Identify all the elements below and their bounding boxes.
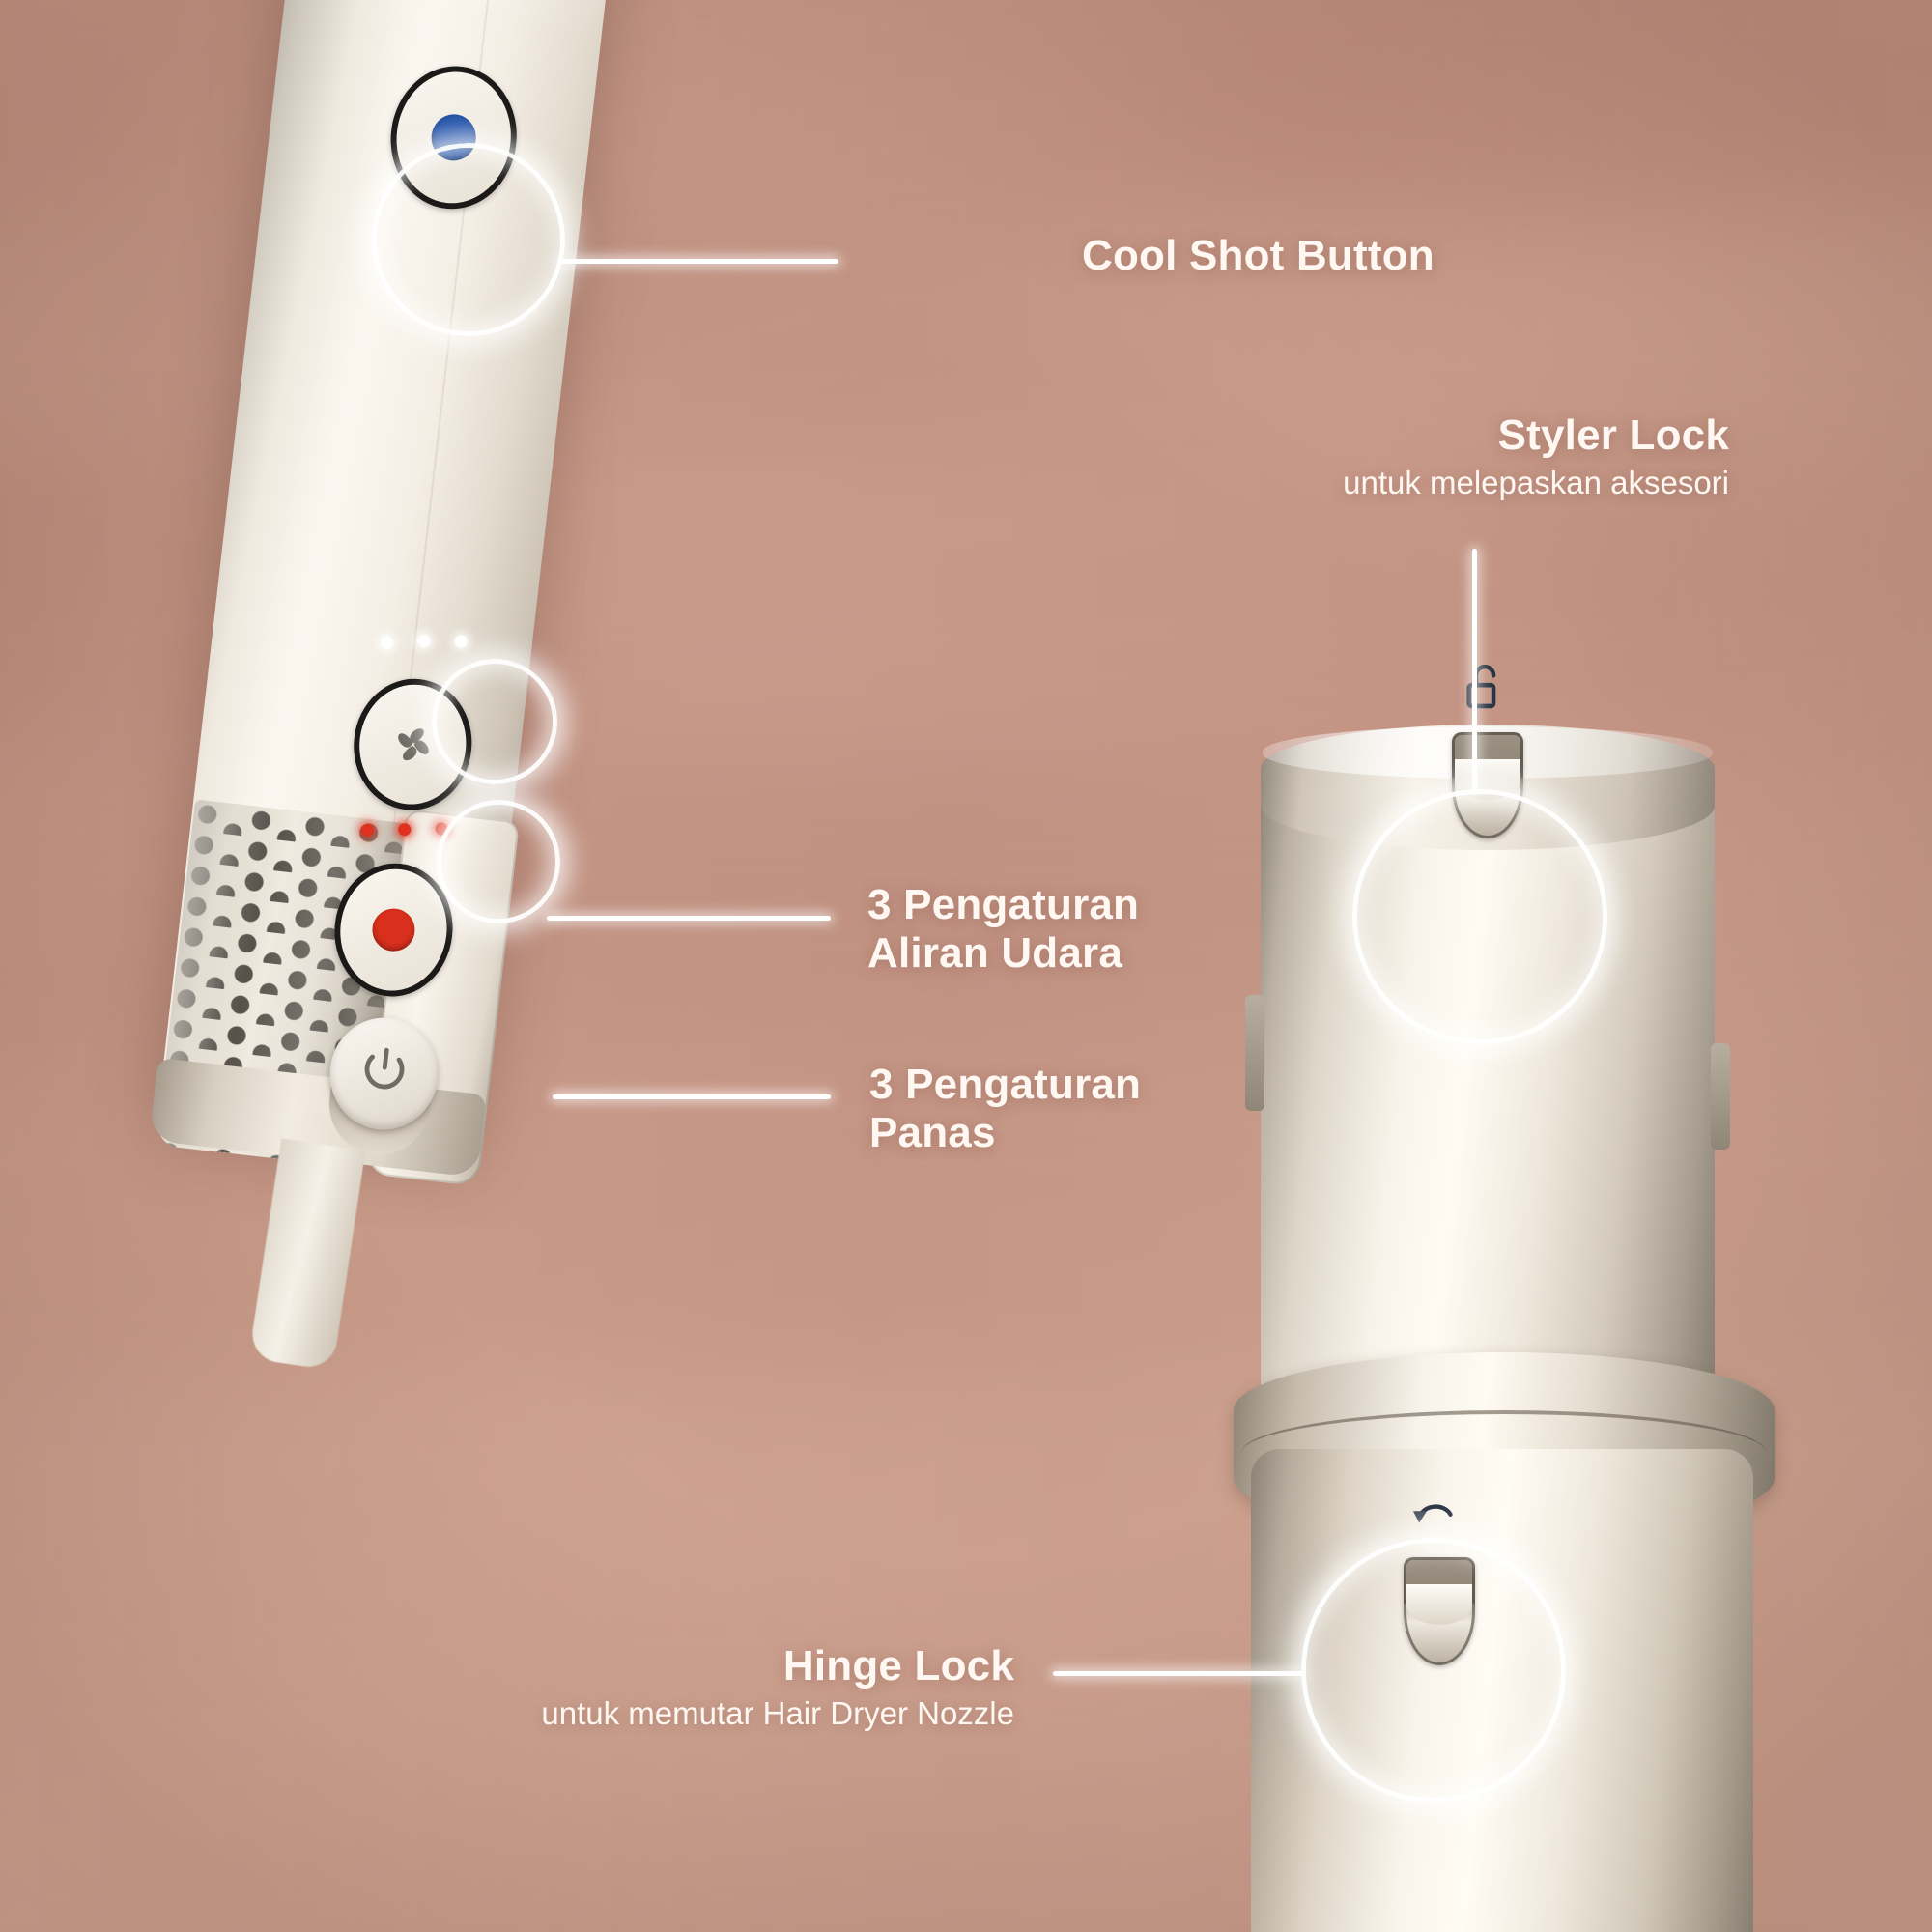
power-button[interactable]: [324, 1011, 444, 1136]
callout-heat: 3 Pengaturan Panas: [869, 1061, 1410, 1157]
cool-shot-glow-ring: [372, 143, 565, 336]
hinge-collar-groove: [1241, 1410, 1767, 1540]
attachment-right-notch: [1711, 1043, 1730, 1150]
callout-hinge-lock-subtitle: untuk memutar Hair Dryer Nozzle: [541, 1695, 1014, 1732]
callout-heat-title: 3 Pengaturan Panas: [869, 1061, 1142, 1157]
hair-dryer-device: [34, 0, 733, 1371]
open-padlock-icon: [1466, 664, 1496, 709]
airflow-glow-ring: [432, 659, 557, 784]
heat-leader-line: [553, 1094, 831, 1099]
callout-styler-lock-subtitle: untuk melepaskan aksesori: [1343, 465, 1729, 501]
hinge-lock-leader-line: [1053, 1671, 1304, 1676]
callout-styler-lock-title: Styler Lock: [1497, 412, 1729, 459]
styler-lock-glow-ring: [1352, 789, 1607, 1044]
power-icon: [364, 1047, 405, 1090]
heat-red-dot: [370, 906, 417, 953]
airflow-leader-line: [547, 916, 831, 921]
heat-glow-ring: [437, 800, 560, 923]
hinge-lock-glow-ring: [1301, 1538, 1566, 1803]
callout-airflow-title: 3 Pengaturan Aliran Udara: [867, 881, 1140, 978]
rotate-arrow-icon: [1413, 1504, 1453, 1523]
fan-blade-icon: [398, 728, 429, 761]
styler-lock-leader-line: [1472, 549, 1477, 795]
callout-cool-shot: Cool Shot Button: [1082, 232, 1584, 280]
callout-hinge-lock: Hinge Lock untuk memutar Hair Dryer Nozz…: [242, 1642, 1014, 1733]
callout-hinge-lock-title: Hinge Lock: [782, 1642, 1014, 1690]
callout-styler-lock: Styler Lock untuk melepaskan aksesori: [966, 412, 1729, 502]
callout-airflow: 3 Pengaturan Aliran Udara: [867, 881, 1408, 978]
cool-shot-leader-line: [558, 259, 838, 264]
attachment-left-notch: [1245, 995, 1264, 1111]
callout-cool-shot-title: Cool Shot Button: [1082, 232, 1435, 279]
airflow-button[interactable]: [346, 672, 479, 817]
